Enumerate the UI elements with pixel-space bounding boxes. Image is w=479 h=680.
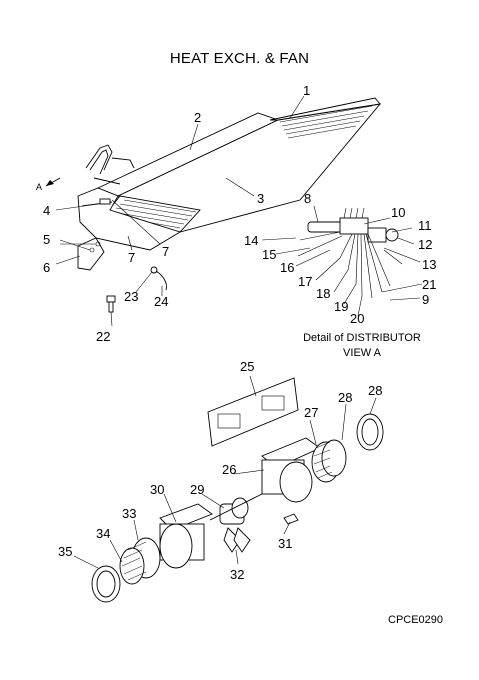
- callout-5: 4: [43, 203, 50, 218]
- screw-22: [106, 295, 116, 313]
- scroll-housing-lower: [159, 503, 213, 569]
- core-top: [269, 97, 381, 121]
- callout-13: 17: [298, 274, 312, 289]
- ring-right: [356, 413, 384, 451]
- distributor-detail: [297, 207, 403, 299]
- pipe-3: [111, 157, 135, 169]
- callout-16: 20: [350, 311, 364, 326]
- drawing-code: CPCE0290: [388, 614, 444, 626]
- callout-28-right: 28: [368, 383, 382, 398]
- pipe-2: [89, 149, 109, 175]
- callout-34: 24: [154, 294, 168, 309]
- callout-3: 7: [128, 250, 135, 265]
- pipe-1: [85, 144, 113, 171]
- detail-caption-line1: Detail of DISTRIBUTOR: [303, 332, 421, 344]
- callout-26: 31: [278, 536, 292, 551]
- part-callouts: 1 2 3 4 5 6 7 7 8 10 11 12 13 14 15 16 1…: [36, 83, 436, 582]
- callout-11: 15: [262, 247, 276, 262]
- callout-15: 19: [334, 299, 348, 314]
- callout-27: 30: [150, 482, 164, 497]
- callout-18: 9: [422, 292, 429, 307]
- heat-exchanger-assembly: [45, 97, 382, 271]
- callout-30: 28: [338, 390, 352, 405]
- sensor-34-35: [150, 266, 167, 291]
- filter-panel: [207, 377, 299, 447]
- motor: [209, 493, 263, 525]
- callout-31: 33: [122, 506, 136, 521]
- callout-1: 3: [257, 191, 264, 206]
- callout-9: 13: [422, 257, 436, 272]
- callout-29: 27: [304, 405, 318, 420]
- fan-wheel-right: [311, 439, 347, 483]
- callout-32: 34: [96, 526, 110, 541]
- callout-33: 32: [230, 567, 244, 582]
- pipe-4: [93, 177, 121, 185]
- callout-25: 26: [222, 462, 236, 477]
- callout-12: 16: [280, 260, 294, 275]
- capillary-tubes: [297, 207, 403, 299]
- callout-19: 8: [304, 191, 311, 206]
- detail-caption: Detail of DISTRIBUTOR VIEW A: [302, 331, 422, 361]
- view-marker: A: [36, 182, 42, 192]
- detail-caption-line2: VIEW A: [343, 347, 381, 359]
- callout-4: 1: [303, 83, 310, 98]
- callout-8: 10: [391, 205, 405, 220]
- bracket: [77, 237, 105, 271]
- ring-left: [91, 565, 121, 603]
- leader-lines: [55, 95, 423, 569]
- scroll-housing-upper: [261, 437, 321, 503]
- callout-7-right: 7: [162, 244, 169, 259]
- callout-23: 25: [240, 359, 254, 374]
- callout-20: 12: [418, 237, 432, 252]
- callout-21: 11: [418, 218, 432, 233]
- callout-6: 6: [43, 260, 50, 275]
- core-fins: [279, 105, 373, 139]
- callout-2: 2: [194, 110, 201, 125]
- callout-35: 23: [124, 289, 138, 304]
- diagram-title: HEAT EXCH. & FAN: [169, 50, 310, 67]
- fan-wheel-left: [119, 537, 161, 585]
- callout-17: 21: [422, 277, 436, 292]
- callout-24: 29: [190, 482, 204, 497]
- callout-7-left: 5: [43, 232, 50, 247]
- callout-22: 22: [96, 329, 110, 344]
- clip: [283, 513, 299, 525]
- callout-10: 14: [244, 233, 258, 248]
- motor-brackets: [223, 527, 251, 553]
- callout-28-left: 35: [58, 544, 72, 559]
- callout-14: 18: [316, 286, 330, 301]
